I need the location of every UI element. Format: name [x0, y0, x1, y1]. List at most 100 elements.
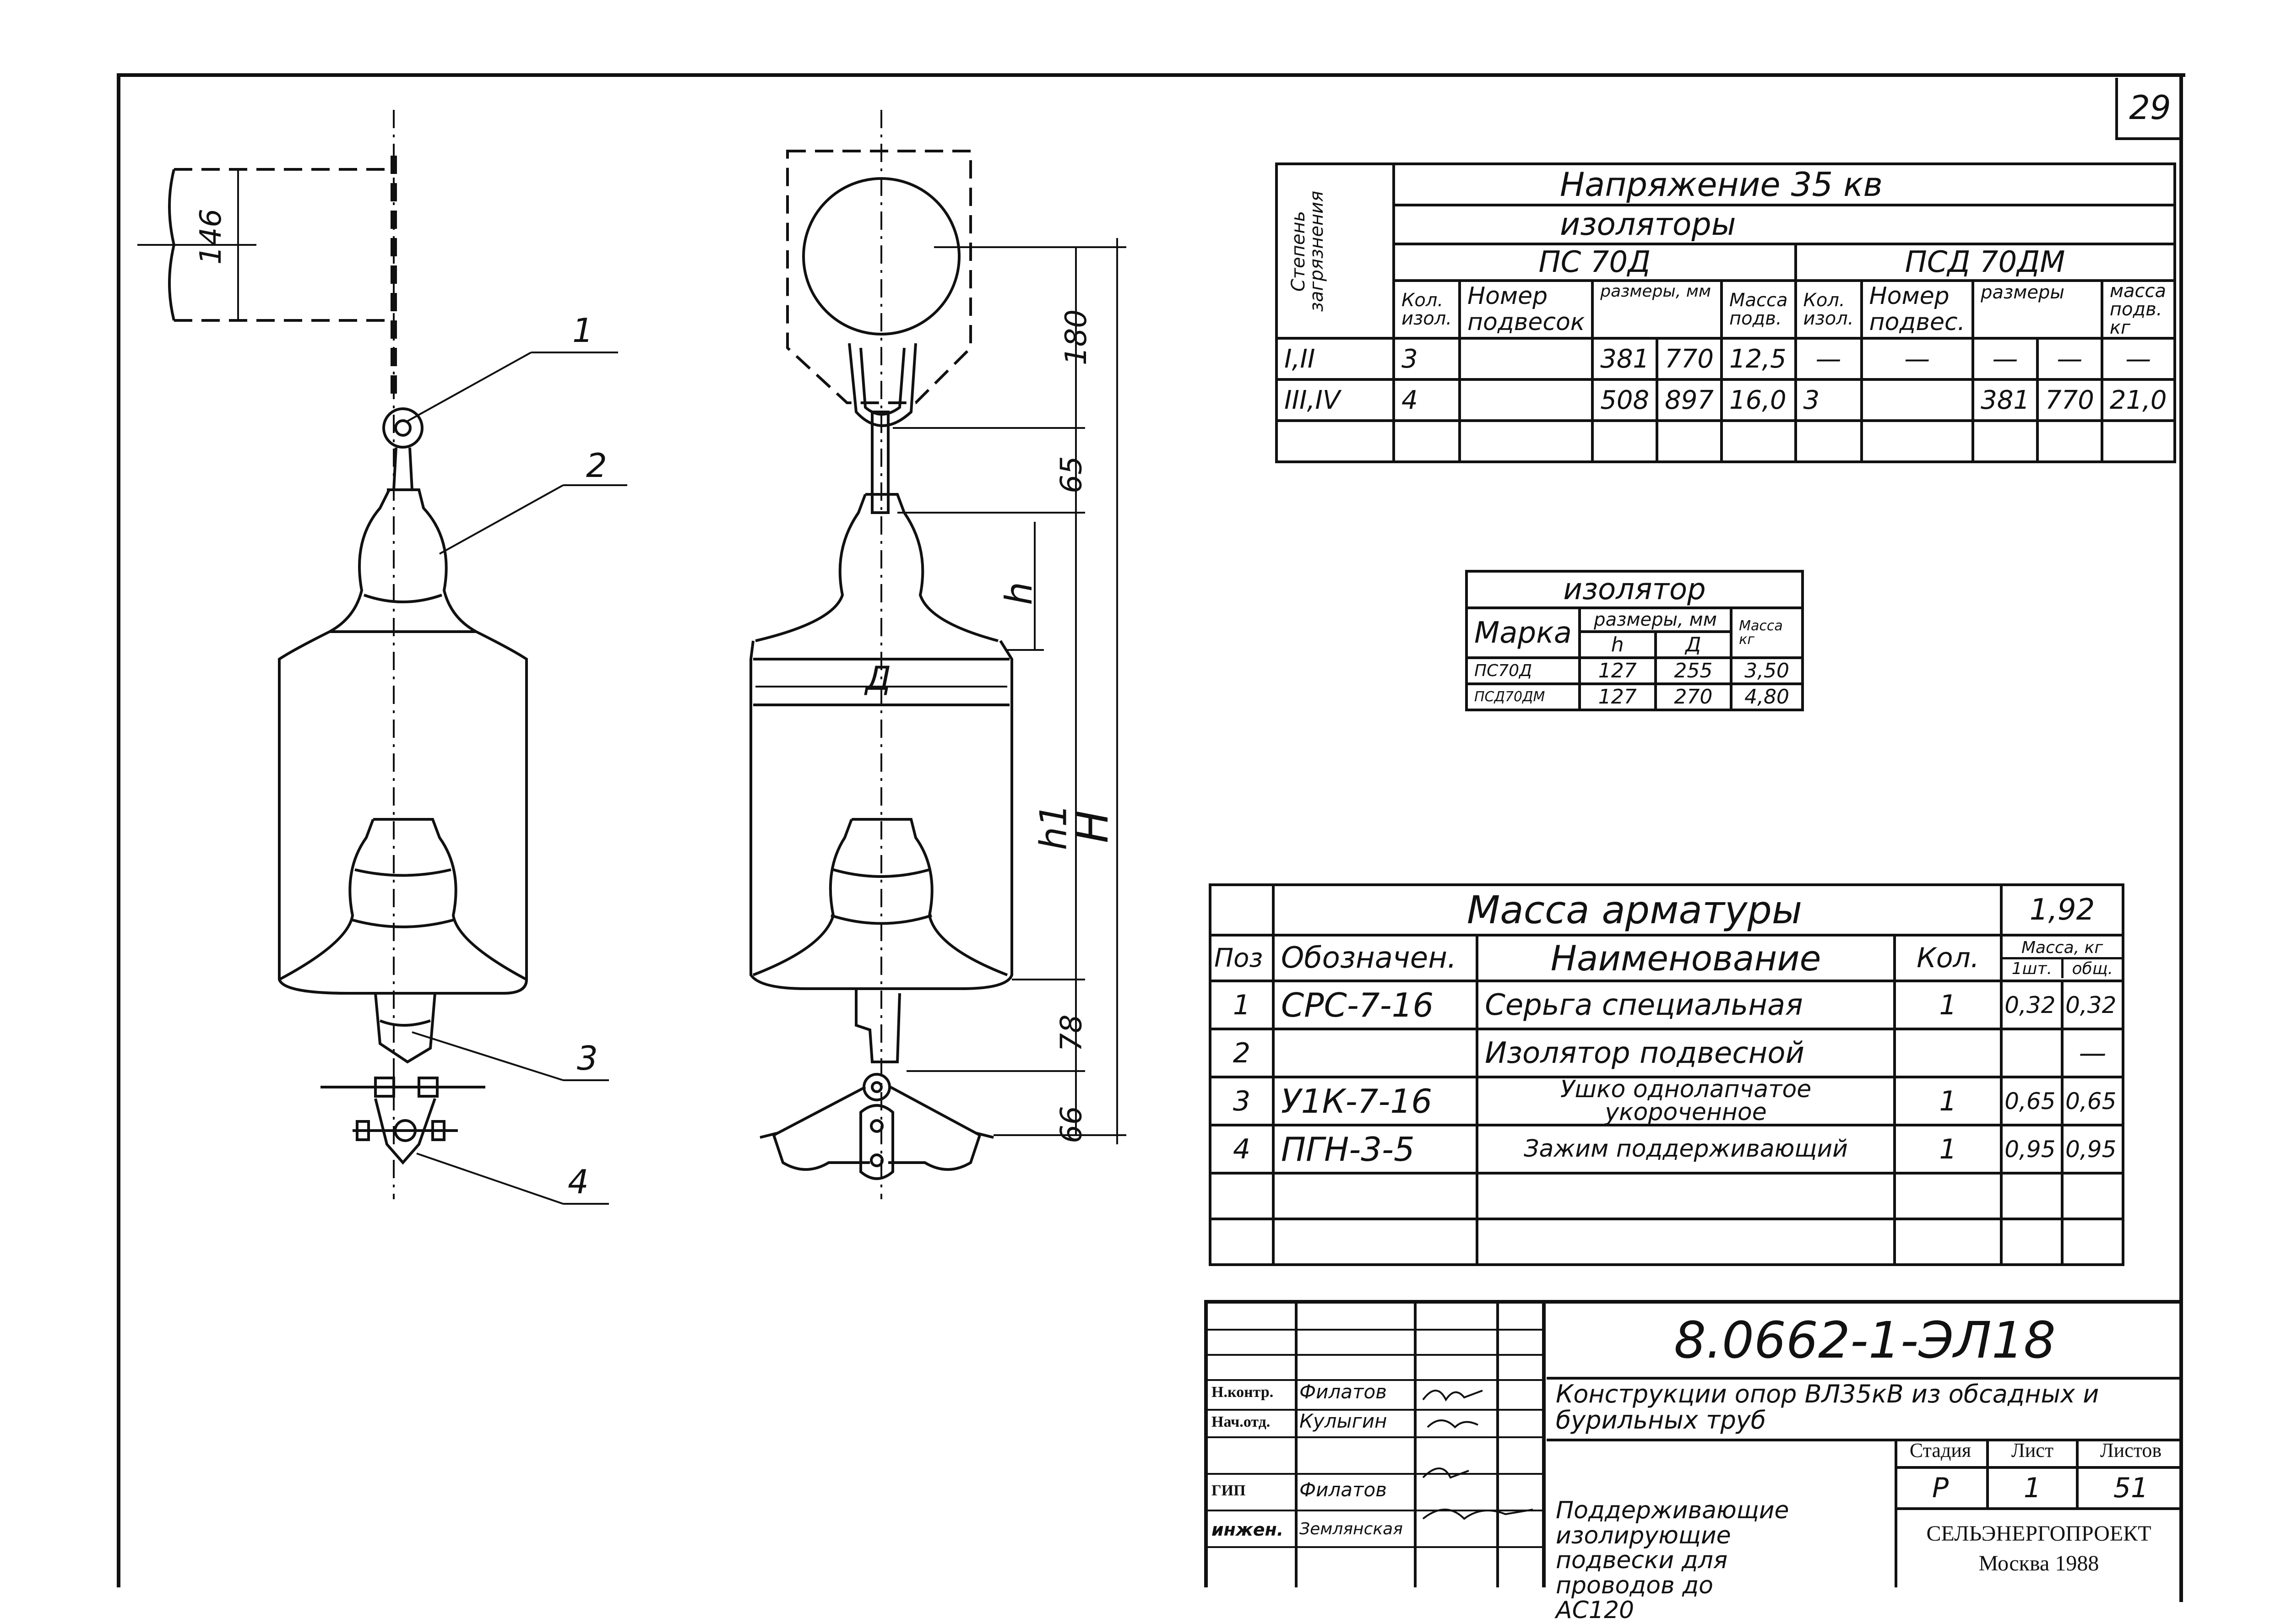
insulator-brand: ПС70Д: [1465, 656, 1581, 685]
doc-code: 8.0662-1-ЭЛ18: [1674, 1311, 2056, 1370]
sheet-title-cell: Поддерживающие изолирующие подвески для …: [1547, 1439, 1897, 1623]
row-h1-a: 508: [1591, 378, 1659, 422]
row-num-a: [1458, 337, 1594, 381]
row-H-a: 897: [1656, 378, 1723, 422]
col-mass: Масса кг: [1730, 606, 1804, 659]
row-num-b: [1860, 378, 1975, 422]
title-block: Н.контр. Филатов Нач.отд. Кулыгин ГИП Фи…: [1204, 1300, 2183, 1623]
row-mass-a: 12,5: [1720, 337, 1797, 381]
row-H-b: —: [2036, 337, 2103, 381]
fitting-pos: 1: [1209, 980, 1275, 1030]
right-view: [749, 110, 1126, 1199]
insulator-h: 127: [1578, 656, 1657, 685]
fitting-qty: [1893, 1028, 2003, 1078]
col-dims: размеры, мм: [1578, 606, 1733, 633]
sheet-number: 29: [2129, 88, 2171, 127]
voltage-title: Напряжение 35 кв: [1392, 162, 2176, 206]
sheet-title: Поддерживающие изолирующие подвески для …: [1556, 1497, 1789, 1624]
dim-146: 146: [194, 208, 228, 265]
col-count-b: Кол. изол.: [1794, 279, 1863, 340]
row-h1-b: 381: [1971, 378, 2039, 422]
frame-right-line: [2179, 73, 2183, 1602]
col-name: Наименование: [1476, 934, 1896, 982]
col-designation: Обозначен.: [1271, 934, 1479, 982]
dim-h: h: [997, 582, 1040, 605]
role-name: Кулыгин: [1299, 1410, 1387, 1432]
dim-65: 65: [1054, 456, 1089, 493]
fitting-pos: 3: [1209, 1076, 1275, 1126]
insulator-table-title: изолятор: [1465, 570, 1804, 609]
project-title-cell: Конструкции опор ВЛ35кВ из обсадных и бу…: [1547, 1377, 2183, 1441]
type-a: ПС 70Д: [1392, 243, 1797, 282]
fitting-total: —: [2061, 1028, 2124, 1078]
project-title: Конструкции опор ВЛ35кВ из обсадных и бу…: [1556, 1380, 2099, 1435]
fitting-qty: 1: [1893, 980, 2003, 1030]
fitting-name: Зажим поддерживающий: [1476, 1124, 1896, 1175]
col-dims-a: размеры, мм: [1591, 279, 1723, 340]
row-count-a: 4: [1392, 378, 1461, 422]
role-name: Филатов: [1299, 1380, 1387, 1403]
row-mass-b: —: [2100, 337, 2176, 381]
role-name: Землянская: [1299, 1520, 1403, 1538]
fittings-title: Масса арматуры: [1271, 883, 2003, 937]
type-b: ПСД 70ДМ: [1794, 243, 2176, 282]
sheet-value: 1: [1989, 1469, 2079, 1510]
callout-1: 1: [572, 311, 593, 350]
insulator-mass: 3,50: [1730, 656, 1804, 685]
insulator-D: 270: [1654, 682, 1733, 711]
sheet-number-box: 29: [2115, 78, 2182, 140]
assembly-drawing: [137, 110, 1126, 1205]
fitting-designation: ПГН-3-5: [1271, 1124, 1479, 1175]
row-H-a: 770: [1656, 337, 1723, 381]
col-mass-a: Масса подв.: [1720, 279, 1797, 340]
stage-label: Стадия: [1895, 1439, 1989, 1469]
row-count-b: 3: [1794, 378, 1863, 422]
voltage-table: Степень загрязнения Напряжение 35 кв изо…: [1275, 162, 2176, 463]
row-count-a: 3: [1392, 337, 1461, 381]
col-D: Д: [1654, 630, 1733, 659]
fitting-qty: 1: [1893, 1076, 2003, 1126]
org-name: СЕЛЬЭНЕРГОПРОЕКТ: [1926, 1521, 2151, 1546]
fitting-name: Изолятор подвесной: [1476, 1028, 1896, 1078]
col-h: h: [1578, 630, 1657, 659]
col-count-a: Кол. изол.: [1392, 279, 1461, 340]
dim-H: H: [1067, 810, 1119, 844]
col-mass-unit: 1шт.: [2004, 959, 2064, 978]
insulator-h: 127: [1578, 682, 1657, 711]
fitting-unit: 0,65: [2000, 1076, 2064, 1126]
stage-value: Р: [1895, 1469, 1989, 1510]
fitting-designation: У1К-7-16: [1271, 1076, 1479, 1126]
pollution-degree-header: Степень загрязнения: [1288, 190, 1327, 312]
row-h1-b: —: [1971, 337, 2039, 381]
row-degree: I,II: [1275, 337, 1395, 381]
sheets-value: 51: [2079, 1469, 2183, 1510]
doc-code-cell: 8.0662-1-ЭЛ18: [1547, 1304, 2183, 1380]
fitting-qty: 1: [1893, 1124, 2003, 1175]
col-mass: Масса, кг: [2004, 938, 2121, 959]
col-pos: Поз: [1209, 934, 1275, 982]
fitting-unit: 0,95: [2000, 1124, 2064, 1175]
row-num-a: [1458, 378, 1594, 422]
row-num-b: —: [1860, 337, 1975, 381]
fittings-table: Масса арматуры 1,92 Поз Обозначен. Наиме…: [1209, 883, 2124, 1266]
fittings-total: 1,92: [2000, 883, 2124, 937]
row-degree: III,IV: [1275, 378, 1395, 422]
role-label: Н.контр.: [1211, 1384, 1274, 1401]
col-brand: Марка: [1465, 606, 1581, 659]
dim-78: 78: [1054, 1014, 1089, 1052]
sheet-label: Лист: [1989, 1439, 2079, 1469]
row-mass-b: 21,0: [2100, 378, 2176, 422]
dim-D: Д: [865, 659, 891, 698]
callout-2: 2: [586, 446, 607, 485]
callout-4: 4: [568, 1163, 589, 1201]
fitting-pos: 4: [1209, 1124, 1275, 1175]
col-suspension-a: Номер подвесок: [1458, 279, 1594, 340]
col-qty: Кол.: [1893, 934, 2003, 982]
fitting-designation: СРС-7-16: [1271, 980, 1479, 1030]
drawing-frame: [117, 73, 2185, 1587]
insulators-label: изоляторы: [1392, 204, 2176, 245]
row-h1-a: 381: [1591, 337, 1659, 381]
role-name: Филатов: [1299, 1478, 1387, 1501]
role-label: инжен.: [1211, 1520, 1284, 1540]
fitting-unit: 0,32: [2000, 980, 2064, 1030]
